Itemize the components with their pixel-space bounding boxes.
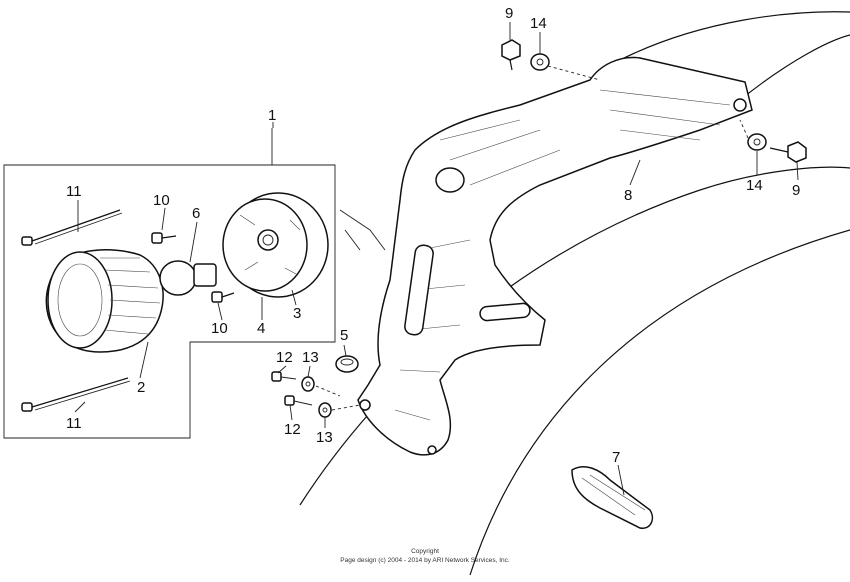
copyright-notice: Copyright Page design (c) 2004 - 2014 by… (340, 548, 510, 564)
housing-part (222, 192, 329, 298)
callout-4: 4 (257, 320, 265, 337)
taillight-bracket (339, 56, 753, 456)
lens-part (45, 249, 164, 353)
callout-2: 2 (137, 379, 145, 396)
screws-10 (151, 232, 235, 303)
callout-9-top: 9 (505, 5, 513, 22)
callout-11-top: 11 (66, 183, 82, 200)
screws-11 (21, 209, 131, 412)
callout-3: 3 (293, 305, 301, 322)
callout-14-top: 14 (530, 15, 547, 32)
callout-14-right: 14 (746, 177, 763, 194)
callout-10-bottom: 10 (211, 320, 228, 337)
callout-10-top: 10 (153, 192, 170, 209)
copyright-line-2: Page design (c) 2004 - 2014 by ARI Netwo… (340, 557, 510, 564)
callout-1: 1 (268, 107, 276, 124)
callout-12-top: 12 (276, 349, 293, 366)
callout-13-bottom: 13 (316, 429, 333, 446)
callout-5: 5 (340, 327, 348, 344)
callout-11-bottom: 11 (66, 415, 82, 432)
copyright-line-1: Copyright (411, 548, 439, 555)
light-assembly-group (3, 128, 336, 439)
leader-lines (74, 22, 799, 496)
bulb-part (159, 260, 217, 296)
bolts-washers-9-14 (501, 39, 807, 163)
clip-part-7 (571, 466, 654, 529)
callout-labels: 1 11 10 6 10 4 3 2 11 5 12 13 12 13 9 14… (66, 5, 800, 466)
callout-8: 8 (624, 187, 632, 204)
callout-6: 6 (192, 205, 200, 222)
bolts-washers-12-13 (271, 371, 361, 418)
callout-7: 7 (612, 449, 620, 466)
grommet-part (335, 355, 359, 373)
callout-12-bottom: 12 (284, 421, 301, 438)
callout-13-top: 13 (302, 349, 319, 366)
callout-9-right: 9 (792, 182, 800, 199)
